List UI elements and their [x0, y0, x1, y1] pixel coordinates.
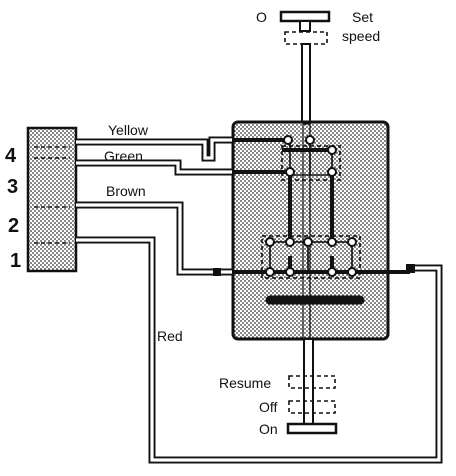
- off-position-label: Off: [259, 399, 278, 415]
- green-wire: [76, 159, 232, 176]
- yellow-wire: [76, 136, 232, 162]
- set-speed-rod: [301, 43, 311, 125]
- connector-block: [26, 126, 78, 273]
- set-speed-label-line2: speed: [342, 28, 380, 44]
- brown-wire: [76, 201, 232, 276]
- set-speed-symbol: O: [256, 9, 267, 25]
- red-wire: [76, 236, 443, 464]
- set-speed-button: [279, 10, 331, 45]
- pin-4-label: 4: [5, 145, 17, 167]
- terminals: [213, 135, 415, 277]
- red-wire-label: Red: [157, 328, 183, 344]
- pin-3-label: 3: [7, 176, 18, 198]
- set-speed-label-line1: Set: [352, 9, 373, 25]
- resume-position-label: Resume: [219, 375, 271, 391]
- on-position-label: On: [259, 421, 278, 437]
- mode-switch-rod: [286, 338, 338, 435]
- brown-wire-label: Brown: [106, 183, 146, 199]
- yellow-wire-label: Yellow: [108, 122, 149, 138]
- green-wire-label: Green: [104, 148, 143, 164]
- pin-1-label: 1: [10, 250, 21, 272]
- pin-2-label: 2: [8, 215, 19, 237]
